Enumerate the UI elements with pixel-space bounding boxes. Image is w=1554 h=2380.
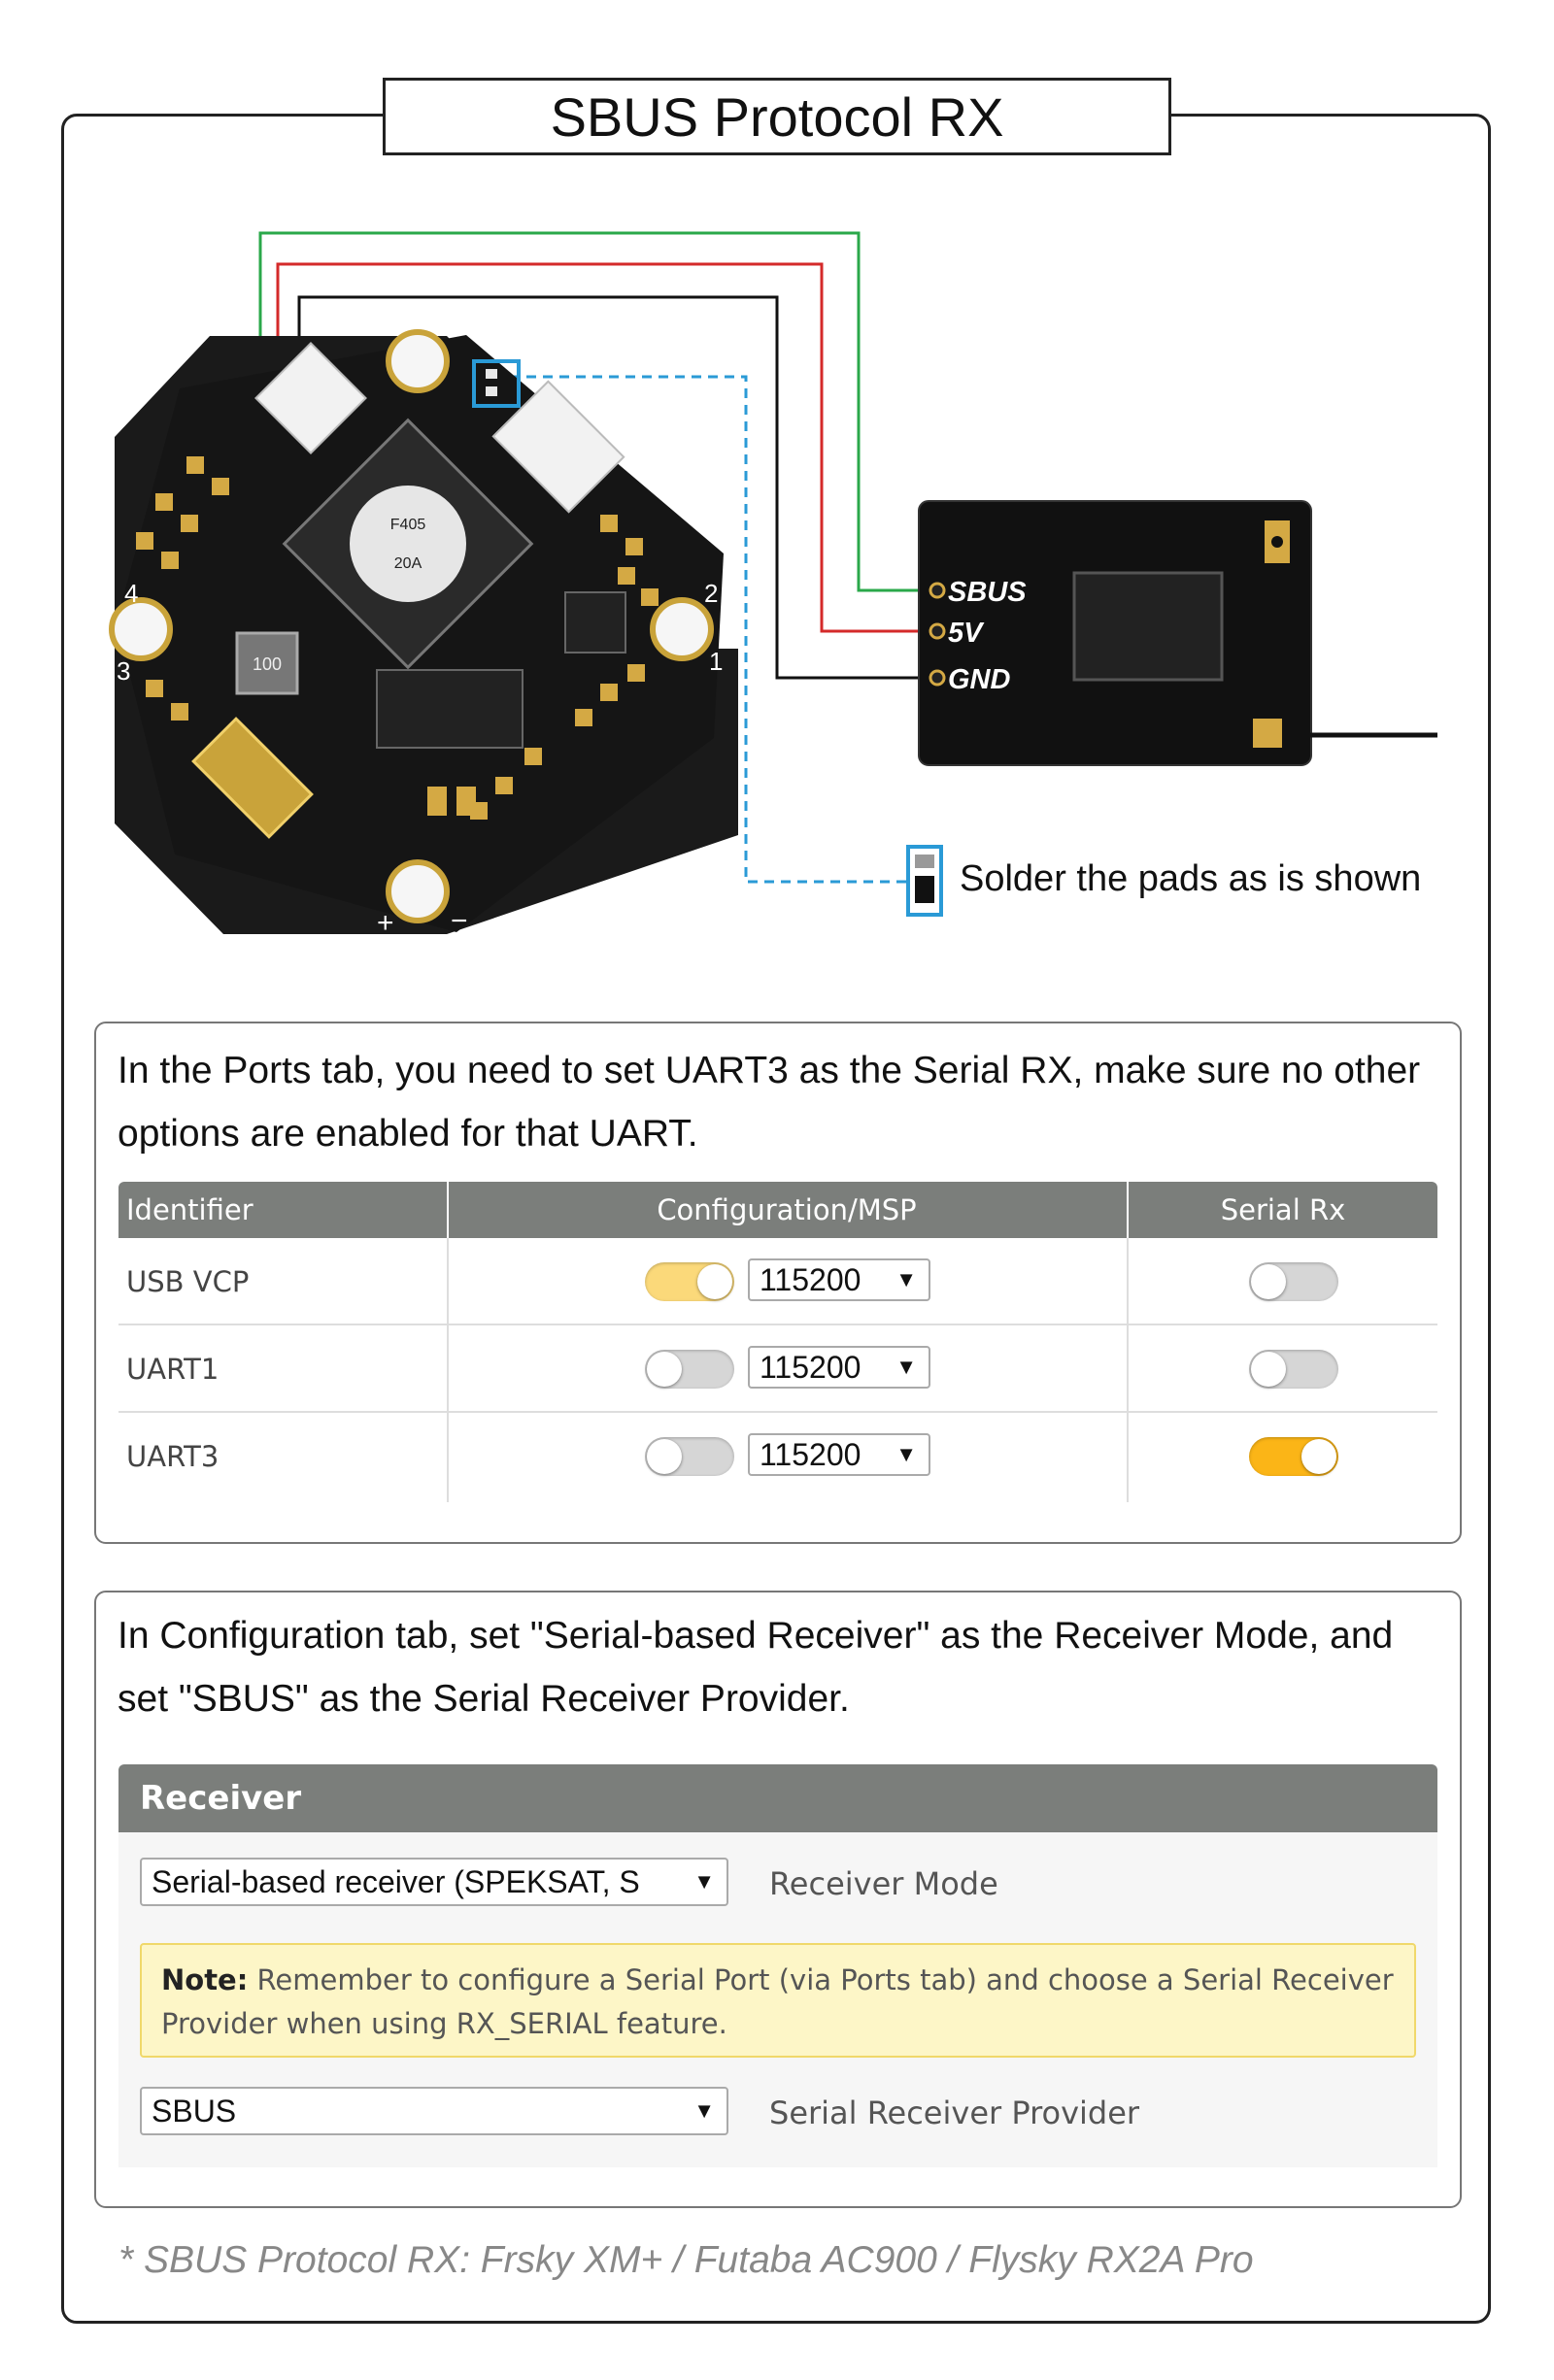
baud-value: 115200 <box>760 1437 861 1472</box>
serial-rx-toggle[interactable] <box>1249 1262 1338 1301</box>
wiring-diagram: F405 20A 100 1 2 3 4 + − <box>109 231 1437 939</box>
dropdown-arrow-icon: ▼ <box>895 1442 917 1466</box>
port-identifier: UART3 <box>126 1440 220 1473</box>
baud-select[interactable]: 115200 ▼ <box>748 1433 930 1476</box>
flight-controller-board: F405 20A 100 1 2 3 4 + − <box>109 329 738 939</box>
motor-number-1: 1 <box>709 647 723 676</box>
baud-value: 115200 <box>760 1262 861 1297</box>
header-serial-rx: Serial Rx <box>1220 1193 1346 1226</box>
receiver-section-title: Receiver <box>118 1764 1437 1832</box>
receiver-mode-value: Serial-based receiver (SPEKSAT, S <box>152 1864 640 1899</box>
receiver-note: Note: Remember to configure a Serial Por… <box>140 1943 1416 2058</box>
solder-callout-line <box>510 375 908 884</box>
receiver-section: Receiver Serial-based receiver (SPEKSAT,… <box>118 1764 1437 2167</box>
header-configuration: Configuration/MSP <box>657 1193 917 1226</box>
ports-table-header: Identifier Configuration/MSP Serial Rx <box>118 1182 1437 1238</box>
note-text: Remember to configure a Serial Port (via… <box>161 1963 1394 2040</box>
motor-number-3: 3 <box>117 656 130 686</box>
polarity-plus: + <box>377 907 394 939</box>
dropdown-arrow-icon: ▼ <box>688 1860 715 1904</box>
chip-mark-2: 20A <box>394 555 422 572</box>
chip-mark-1: F405 <box>390 517 426 533</box>
serial-rx-toggle[interactable] <box>1249 1350 1338 1389</box>
receiver-mode-label: Receiver Mode <box>769 1865 998 1902</box>
table-row: UART3 115200 ▼ <box>118 1413 1437 1500</box>
ports-instructions: In the Ports tab, you need to set UART3 … <box>118 1050 1421 1155</box>
ports-table: Identifier Configuration/MSP Serial Rx U… <box>118 1182 1437 1502</box>
port-identifier: UART1 <box>126 1353 220 1386</box>
note-prefix: Note: <box>161 1963 249 1996</box>
receiver-pad-gnd: GND <box>948 664 1011 695</box>
footnote: * SBUS Protocol RX: Frsky XM+ / Futaba A… <box>118 2239 1254 2281</box>
dropdown-arrow-icon: ▼ <box>895 1355 917 1379</box>
inductor-mark: 100 <box>253 654 282 674</box>
polarity-minus: − <box>451 905 468 937</box>
msp-toggle[interactable] <box>645 1437 734 1476</box>
serial-provider-label: Serial Receiver Provider <box>769 2095 1140 2131</box>
motor-number-2: 2 <box>704 579 718 608</box>
configuration-instructions: In Configuration tab, set "Serial-based … <box>118 1615 1394 1720</box>
receiver-module: SBUS 5V GND <box>918 500 1437 766</box>
dropdown-arrow-icon: ▼ <box>693 2098 715 2123</box>
receiver-pad-5v: 5V <box>948 618 985 649</box>
dropdown-arrow-icon: ▼ <box>895 1267 917 1291</box>
serial-provider-select[interactable]: SBUS ▼ <box>140 2087 728 2135</box>
serial-provider-value: SBUS <box>152 2094 237 2129</box>
receiver-mode-select[interactable]: Serial-based receiver (SPEKSAT, S ▼ <box>140 1858 728 1906</box>
port-identifier: USB VCP <box>126 1265 250 1298</box>
table-row: USB VCP 115200 ▼ <box>118 1238 1437 1325</box>
solder-pad-legend-icon <box>906 845 943 917</box>
ports-panel: In the Ports tab, you need to set UART3 … <box>94 1022 1462 1544</box>
receiver-section-body: Serial-based receiver (SPEKSAT, S ▼ Rece… <box>118 1832 1437 2167</box>
solder-instruction: Solder the pads as is shown <box>960 858 1422 899</box>
receiver-pad-sbus: SBUS <box>948 577 1027 608</box>
motor-number-4: 4 <box>124 579 138 608</box>
serial-rx-toggle[interactable] <box>1249 1437 1338 1476</box>
baud-select[interactable]: 115200 ▼ <box>748 1346 930 1389</box>
page-title: SBUS Protocol RX <box>383 78 1171 155</box>
header-identifier: Identifier <box>126 1193 253 1226</box>
baud-select[interactable]: 115200 ▼ <box>748 1258 930 1301</box>
msp-toggle[interactable] <box>645 1350 734 1389</box>
baud-value: 115200 <box>760 1350 861 1385</box>
configuration-panel: In Configuration tab, set "Serial-based … <box>94 1591 1462 2208</box>
table-row: UART1 115200 ▼ <box>118 1325 1437 1413</box>
msp-toggle[interactable] <box>645 1262 734 1301</box>
